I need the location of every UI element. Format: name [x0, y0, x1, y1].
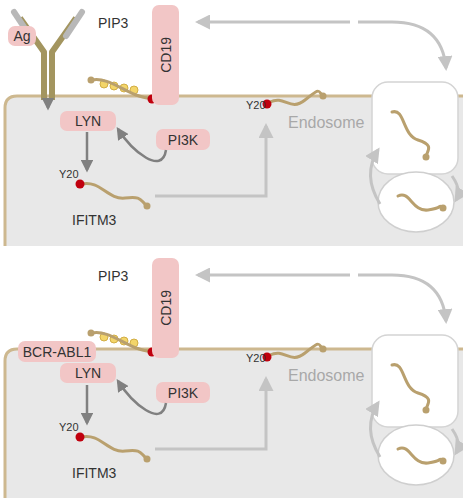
annotation-label: Y20	[59, 422, 79, 433]
activation-arrow	[118, 381, 166, 414]
activation-arrow	[118, 129, 166, 161]
annotation-label: PIP3	[98, 269, 128, 283]
annotation-label: Y20	[246, 100, 266, 111]
annotation-label: PIP3	[98, 16, 128, 30]
protein-box: CD19	[152, 5, 179, 105]
annotation-label: IFITM3	[72, 466, 116, 480]
bottom-panel	[5, 275, 463, 498]
protein-box: LYN	[60, 111, 116, 131]
node-text: LYN	[75, 366, 101, 380]
protein-box: PI3K	[156, 129, 210, 150]
node-text: Ag	[13, 29, 30, 43]
protein-box: BCR-ABL1	[18, 341, 96, 362]
node-text: BCR-ABL1	[23, 345, 91, 359]
node-text: CD19	[159, 37, 173, 73]
protein-box: LYN	[60, 363, 116, 383]
protein-box: PI3K	[156, 382, 210, 403]
light-chain	[66, 12, 82, 36]
annotation-label: Y20	[59, 169, 79, 180]
top-panel	[5, 22, 463, 246]
protein-box: CD19	[152, 258, 179, 358]
node-text: PI3K	[168, 133, 198, 147]
node-text: LYN	[75, 114, 101, 128]
annotation-label: Endosome	[288, 115, 365, 131]
signal-arrow	[47, 100, 50, 108]
node-text: CD19	[159, 290, 173, 326]
node-text: PI3K	[168, 386, 198, 400]
annotation-label: Y20	[246, 353, 266, 364]
protein-box: Ag	[8, 26, 36, 46]
annotation-label: Endosome	[288, 368, 365, 384]
annotation-label: IFITM3	[72, 213, 116, 227]
